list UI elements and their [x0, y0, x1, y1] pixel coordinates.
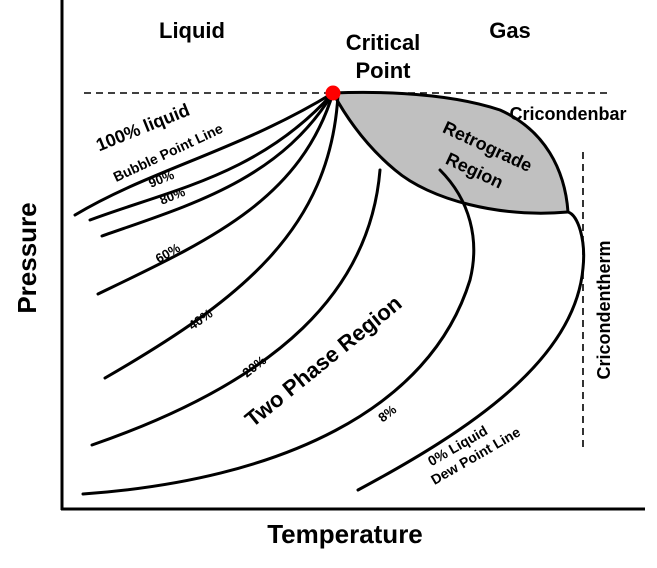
critical-point-marker [325, 85, 341, 101]
cricondenbar-label: Cricondenbar [509, 104, 626, 124]
quality-label-20: 20% [239, 352, 269, 380]
quality-line-60 [96, 91, 335, 296]
gas-label: Gas [489, 18, 531, 43]
quality-line-80 [100, 91, 335, 238]
quality-line-8 [81, 168, 476, 496]
quality-line-40 [103, 93, 340, 380]
bubble-point-line [73, 91, 335, 217]
critical-point-label-line2: Point [356, 58, 412, 83]
critical-point-label-line1: Critical [346, 30, 421, 55]
quality-line-20 [90, 168, 382, 447]
dew-point-line [356, 210, 586, 492]
quality-line-90 [88, 91, 335, 222]
quality-label-60: 60% [153, 240, 183, 266]
x-axis-label: Temperature [267, 519, 423, 549]
y-axis-label: Pressure [12, 202, 42, 313]
liquid-label: Liquid [159, 18, 225, 43]
cricondentherm-label: Cricondentherm [594, 240, 614, 379]
